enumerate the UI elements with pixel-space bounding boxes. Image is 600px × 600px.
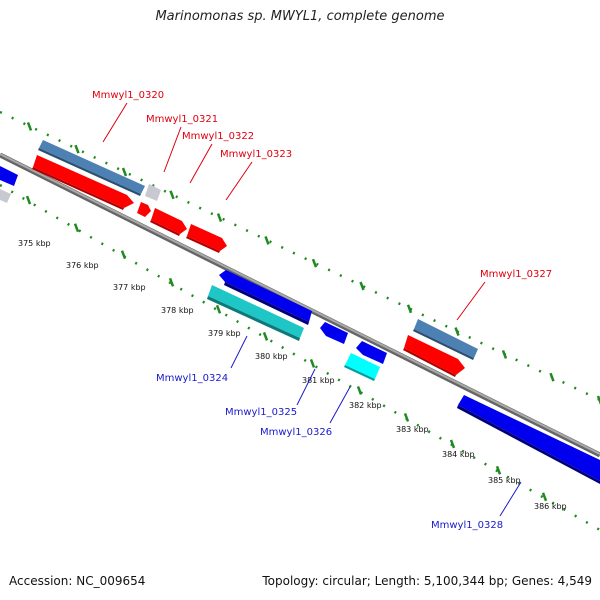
feature-cds-0327[interactable] bbox=[403, 335, 465, 377]
outer-major-tick bbox=[406, 304, 413, 314]
reverse-features bbox=[207, 270, 600, 484]
tick-labels: 375 kbp 376 kbp 377 kbp 378 kbp 379 kbp 380 k… bbox=[18, 239, 567, 511]
outer-major-tick bbox=[74, 144, 80, 154]
outer-major-tick bbox=[169, 190, 175, 200]
outer-major-tick bbox=[311, 258, 318, 268]
inner-major-tick bbox=[25, 195, 32, 205]
outer-major-tick bbox=[501, 349, 508, 359]
gene-label-0328[interactable]: Mmwyl1_0328 bbox=[431, 520, 503, 531]
inner-major-tick bbox=[449, 439, 456, 449]
inner-major-tick bbox=[495, 465, 502, 475]
inner-major-tick bbox=[262, 331, 269, 341]
gene-label-0327[interactable]: Mmwyl1_0327 bbox=[480, 269, 552, 280]
feature-rna-0321[interactable] bbox=[145, 184, 161, 201]
tick-label: 385 kbp bbox=[488, 476, 521, 485]
outer-major-tick bbox=[549, 372, 555, 382]
feature-cds-partial-left[interactable] bbox=[0, 166, 18, 203]
outer-major-tick bbox=[26, 121, 33, 131]
gene-labels: Mmwyl1_0320 Mmwyl1_0321 Mmwyl1_0322 Mmwy… bbox=[92, 90, 552, 531]
inner-major-tick bbox=[168, 277, 175, 287]
outer-major-tick bbox=[216, 213, 223, 223]
gene-label-0324[interactable]: Mmwyl1_0324 bbox=[156, 373, 228, 384]
inner-major-tick bbox=[73, 223, 80, 233]
inner-major-tick bbox=[215, 304, 222, 314]
inner-major-tick bbox=[309, 358, 316, 368]
accession-label: Accession: NC_009654 bbox=[9, 574, 146, 588]
inner-major-tick bbox=[403, 413, 410, 422]
outer-major-tick bbox=[121, 167, 128, 177]
outer-dotted-track bbox=[0, 110, 600, 405]
feature-cds-0320[interactable] bbox=[32, 155, 134, 210]
inner-major-tick bbox=[541, 492, 548, 502]
feature-gene-0320[interactable] bbox=[38, 140, 145, 196]
gene-label-0321[interactable]: Mmwyl1_0321 bbox=[146, 114, 218, 125]
feature-gene-0324[interactable] bbox=[207, 285, 304, 341]
forward-features bbox=[0, 140, 478, 377]
feature-cds-0325[interactable] bbox=[320, 322, 348, 344]
gene-label-0320[interactable]: Mmwyl1_0320 bbox=[92, 90, 164, 101]
genome-backbone bbox=[0, 152, 600, 458]
inner-major-tick bbox=[356, 385, 363, 395]
tick-label: 383 kbp bbox=[396, 425, 429, 434]
feature-gene-0327[interactable] bbox=[413, 319, 478, 360]
gene-label-0322[interactable]: Mmwyl1_0322 bbox=[182, 131, 254, 142]
tick-label: 380 kbp bbox=[255, 352, 288, 361]
inner-major-tick bbox=[120, 250, 127, 260]
tick-label: 375 kbp bbox=[18, 239, 51, 248]
feature-cds-0324[interactable] bbox=[219, 270, 312, 325]
outer-major-tick bbox=[359, 281, 365, 291]
feature-cds-0326[interactable] bbox=[356, 341, 387, 364]
tick-label: 378 kbp bbox=[161, 306, 194, 315]
gene-label-0323[interactable]: Mmwyl1_0323 bbox=[220, 149, 292, 160]
tick-label: 386 kbp bbox=[534, 502, 567, 511]
tick-label: 379 kbp bbox=[208, 329, 241, 338]
outer-major-tick bbox=[454, 327, 460, 337]
feature-cds-0323[interactable] bbox=[186, 224, 227, 253]
tick-label: 377 kbp bbox=[113, 283, 146, 292]
outer-major-tick bbox=[264, 235, 270, 245]
gene-label-0325[interactable]: Mmwyl1_0325 bbox=[225, 407, 297, 418]
inner-tick-marks bbox=[25, 195, 548, 502]
feature-cds-0328[interactable] bbox=[457, 395, 600, 484]
tick-label: 381 kbp bbox=[302, 376, 335, 385]
tick-label: 382 kbp bbox=[349, 401, 382, 410]
inner-dotted-track bbox=[0, 183, 600, 532]
feature-cds-0322[interactable] bbox=[150, 208, 187, 236]
tick-label: 376 kbp bbox=[66, 261, 99, 270]
outer-tick-marks bbox=[26, 121, 600, 405]
genome-summary: Topology: circular; Length: 5,100,344 bp… bbox=[262, 574, 592, 588]
feature-cds-0321[interactable] bbox=[137, 202, 151, 217]
gene-label-0326[interactable]: Mmwyl1_0326 bbox=[260, 427, 332, 438]
map-title: Marinomonas sp. MWYL1, complete genome bbox=[155, 9, 445, 24]
feature-gene-0326[interactable] bbox=[344, 353, 380, 381]
tick-label: 384 kbp bbox=[442, 450, 475, 459]
